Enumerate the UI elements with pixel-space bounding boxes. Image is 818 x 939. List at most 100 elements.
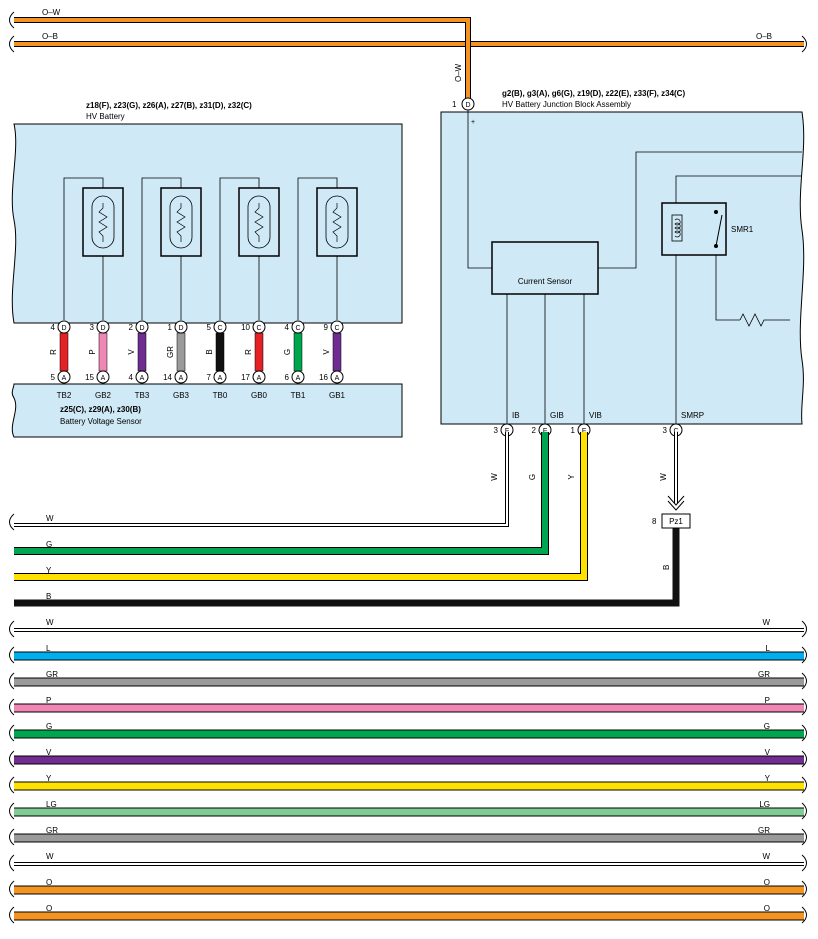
channel-top-pin-connector: C <box>217 325 222 332</box>
thermistor-box <box>82 187 124 257</box>
channel-top-pin-number: 2 <box>129 323 134 332</box>
channel-top-pin-connector: C <box>295 325 300 332</box>
channel-bottom-pin-connector: A <box>335 375 340 382</box>
jb-terminal-wire-color: W <box>659 473 668 481</box>
channel-bottom-pin-connector: A <box>140 375 145 382</box>
channel-bottom-pin-circle <box>135 370 149 384</box>
hv-battery-panel <box>11 123 403 324</box>
break-mark-right <box>801 776 807 794</box>
jb-terminal-pin-connector: C <box>673 428 678 435</box>
channel-top-pin-circle <box>252 320 266 334</box>
channel-bottom-pin-circle <box>213 370 227 384</box>
jb-terminal-signal: GIB <box>550 411 564 420</box>
channel-top-pin-number: 3 <box>90 323 95 332</box>
bus-label: B <box>46 592 51 601</box>
jb-terminal-signal: SMRP <box>681 411 704 420</box>
jb-terminal-pin-connector: F <box>582 428 586 435</box>
break-mark-left <box>9 646 15 664</box>
junction-block: g2(B), g3(A), g6(G), z19(D), z22(E), z33… <box>440 89 805 425</box>
chevron-down-icon <box>667 495 685 506</box>
break-mark-left <box>9 35 15 53</box>
channel-bottom-pin-connector: A <box>257 375 262 382</box>
battery-thermistors <box>63 177 358 320</box>
top-buses: O–W O–B O–B O–W <box>9 8 807 100</box>
channel-top-pin-circle <box>57 320 71 334</box>
channel-top-pin-connector: D <box>178 325 183 332</box>
channel-wire <box>254 332 264 372</box>
channel-signal-label: TB0 <box>213 391 228 400</box>
bus-label: G <box>46 540 52 549</box>
channel-bottom-pin-number: 16 <box>319 373 328 382</box>
thermistor-lead <box>297 177 338 320</box>
channel-top-pin-circle <box>330 320 344 334</box>
jb-terminal-pin-connector: F <box>543 428 547 435</box>
channel-top-pin-number: 5 <box>207 323 212 332</box>
relay-label: SMR1 <box>731 225 754 234</box>
break-mark-right <box>801 828 807 846</box>
channel-top-pin-connector: D <box>100 325 105 332</box>
break-mark-right <box>801 854 807 872</box>
channel-top-pin-connector: C <box>334 325 339 332</box>
jb-vertical-wire-label: O–W <box>454 63 463 82</box>
break-mark-left <box>9 513 15 531</box>
break-mark-left <box>9 854 15 872</box>
bus-y <box>14 432 587 580</box>
channel-bottom-pin-circle <box>252 370 266 384</box>
jb-terminal-wire-color: G <box>528 474 537 480</box>
bus-label-o-b: O–B <box>42 32 58 41</box>
channel-top-pin-circle <box>174 320 188 334</box>
resistor-icon <box>176 203 186 242</box>
hv-battery: z18(F), z23(G), z26(A), z27(B), z31(D), … <box>11 101 403 324</box>
channel-wire-color: V <box>127 349 136 355</box>
o-w-wire <box>14 18 470 100</box>
channel-bottom-pin-number: 5 <box>51 373 56 382</box>
channel-bottom-pin-number: 7 <box>207 373 212 382</box>
relay-switch-icon <box>715 214 723 247</box>
bus-label: W <box>46 514 54 523</box>
break-mark-left <box>9 828 15 846</box>
channel-bottom-pin-number: 14 <box>163 373 172 382</box>
channel-top-pin-connector: C <box>256 325 261 332</box>
bus-y-outline <box>14 432 588 581</box>
channel-bottom-pin-number: 6 <box>285 373 290 382</box>
jb-plus-sign: + <box>471 119 475 126</box>
chevron-down-icon <box>667 500 685 511</box>
break-mark-left <box>9 11 15 29</box>
break-mark-left <box>9 750 15 768</box>
channel-wire-color: GR <box>166 346 175 358</box>
bus-label-o-b-right: O–B <box>756 32 772 41</box>
bus-label-right: Y <box>765 774 771 783</box>
jb-pin-number: 1 <box>452 100 457 109</box>
channel-bottom-pin-connector: A <box>101 375 106 382</box>
channel-wire <box>215 332 225 372</box>
channel-signal-label: TB2 <box>57 391 72 400</box>
channel-wire <box>137 332 147 372</box>
relay-contact-icon <box>714 210 718 214</box>
jb-terminal-number: 2 <box>532 426 537 435</box>
channel-wire-color: R <box>244 349 253 355</box>
break-mark-right <box>801 672 807 690</box>
bus-label: Y <box>46 566 52 575</box>
channel-bottom-pin-connector: A <box>296 375 301 382</box>
channel-bottom-pin-number: 17 <box>241 373 250 382</box>
channel-wire <box>332 332 342 372</box>
break-mark-left <box>9 672 15 690</box>
bus-label-left: L <box>46 644 51 653</box>
resistor-icon <box>739 313 790 327</box>
channel-signal-label: GB2 <box>95 391 112 400</box>
channel-top-pin-circle <box>291 320 305 334</box>
channel-wire <box>176 332 186 372</box>
thermistor-box <box>238 187 280 257</box>
channel-wire-color: B <box>205 349 214 354</box>
pz1-wire-label: B <box>662 565 671 570</box>
current-sensor-label: Current Sensor <box>518 277 573 286</box>
channel-top-pin-circle <box>213 320 227 334</box>
middle-buses: W G Y B Pz1 8 B <box>9 432 691 607</box>
break-mark-left <box>9 906 15 924</box>
bus-label-o-w: O–W <box>42 8 61 17</box>
bus-b <box>14 528 680 607</box>
pz1-connector-label: Pz1 <box>669 517 683 526</box>
channel-wire <box>59 332 69 372</box>
bus-label-right: W <box>762 618 770 627</box>
